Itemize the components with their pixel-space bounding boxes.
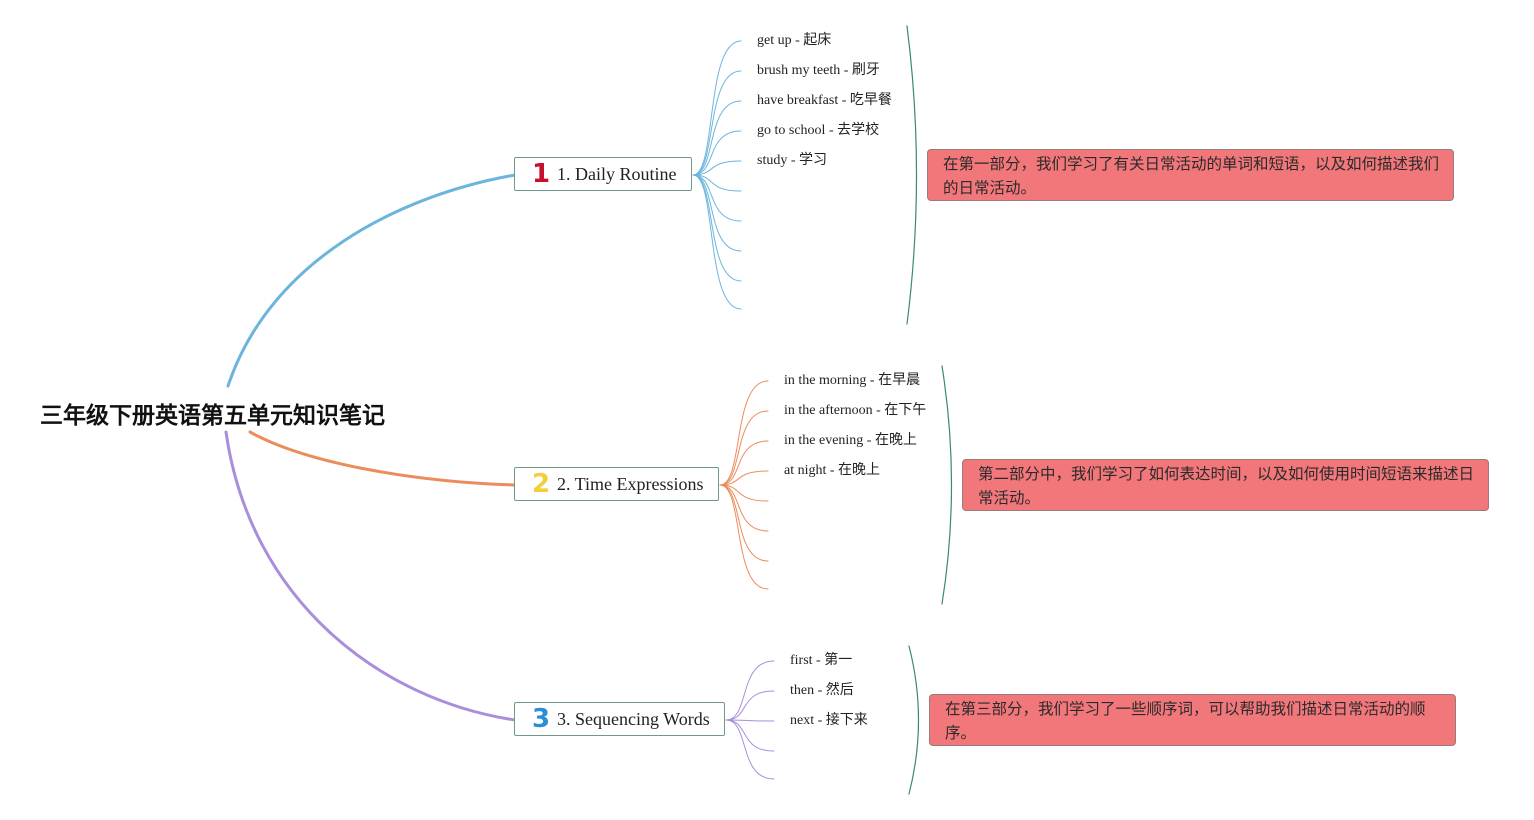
leaf-connector [725,660,775,721]
leaf-item[interactable]: get up - 起床 [757,33,832,48]
leaf-item[interactable]: at night - 在晚上 [784,463,881,478]
leaf-connector [719,484,769,532]
root-topic[interactable]: 三年级下册英语第五单元知识笔记 [40,403,385,429]
branch-sequencing-words[interactable]: 3 3. Sequencing Words [514,702,725,736]
leaf-item[interactable]: brush my teeth - 刷牙 [757,63,880,78]
leaf-connector [719,380,769,486]
leaf-item[interactable]: study - 学习 [757,153,827,168]
leaf-connector [725,690,775,721]
branch-connector-1 [226,173,517,388]
leaf-connector [692,100,742,176]
leaf-connector [692,174,742,192]
branch-connector-3 [224,430,517,722]
leaf-connector [692,70,742,176]
leaf-connector [725,719,775,752]
leaf-item[interactable]: then - 然后 [790,683,854,698]
leaf-item[interactable]: in the evening - 在晚上 [784,433,917,448]
number-two-icon: 2 [531,469,551,499]
summary-bracket-1 [906,25,918,325]
branch-label: 3. Sequencing Words [557,708,710,729]
summary-bracket-3 [908,645,920,795]
summary-sequencing-words[interactable]: 在第三部分，我们学习了一些顺序词，可以帮助我们描述日常活动的顺序。 [929,694,1456,746]
leaf-item[interactable]: have breakfast - 吃早餐 [757,93,892,108]
leaf-connector [692,174,742,310]
leaf-item[interactable]: first - 第一 [790,653,853,668]
leaf-item[interactable]: next - 接下来 [790,713,868,728]
leaf-connector [692,130,742,176]
branch-connector-2 [248,430,517,487]
leaf-connector [725,719,775,722]
branch-daily-routine[interactable]: 1 1. Daily Routine [514,157,692,191]
leaf-connector [719,470,769,486]
leaf-item[interactable]: go to school - 去学校 [757,123,880,138]
branch-label: 1. Daily Routine [557,163,677,184]
leaf-connector [692,160,742,176]
summary-time-expressions[interactable]: 第二部分中，我们学习了如何表达时间，以及如何使用时间短语来描述日常活动。 [962,459,1489,511]
leaf-connector [692,40,742,176]
branch-time-expressions[interactable]: 2 2. Time Expressions [514,467,719,501]
summary-bracket-2 [941,365,953,605]
leaf-connector [692,174,742,222]
leaf-item[interactable]: in the afternoon - 在下午 [784,403,927,418]
number-three-icon: 3 [531,704,551,734]
leaf-connector [719,484,769,502]
leaf-connector [719,410,769,486]
summary-daily-routine[interactable]: 在第一部分，我们学习了有关日常活动的单词和短语，以及如何描述我们的日常活动。 [927,149,1454,201]
number-one-icon: 1 [531,159,551,189]
leaf-connector [719,440,769,486]
leaf-item[interactable]: in the morning - 在早晨 [784,373,921,388]
leaf-connector [719,484,769,590]
branch-label: 2. Time Expressions [557,473,704,494]
leaf-connector [725,719,775,780]
